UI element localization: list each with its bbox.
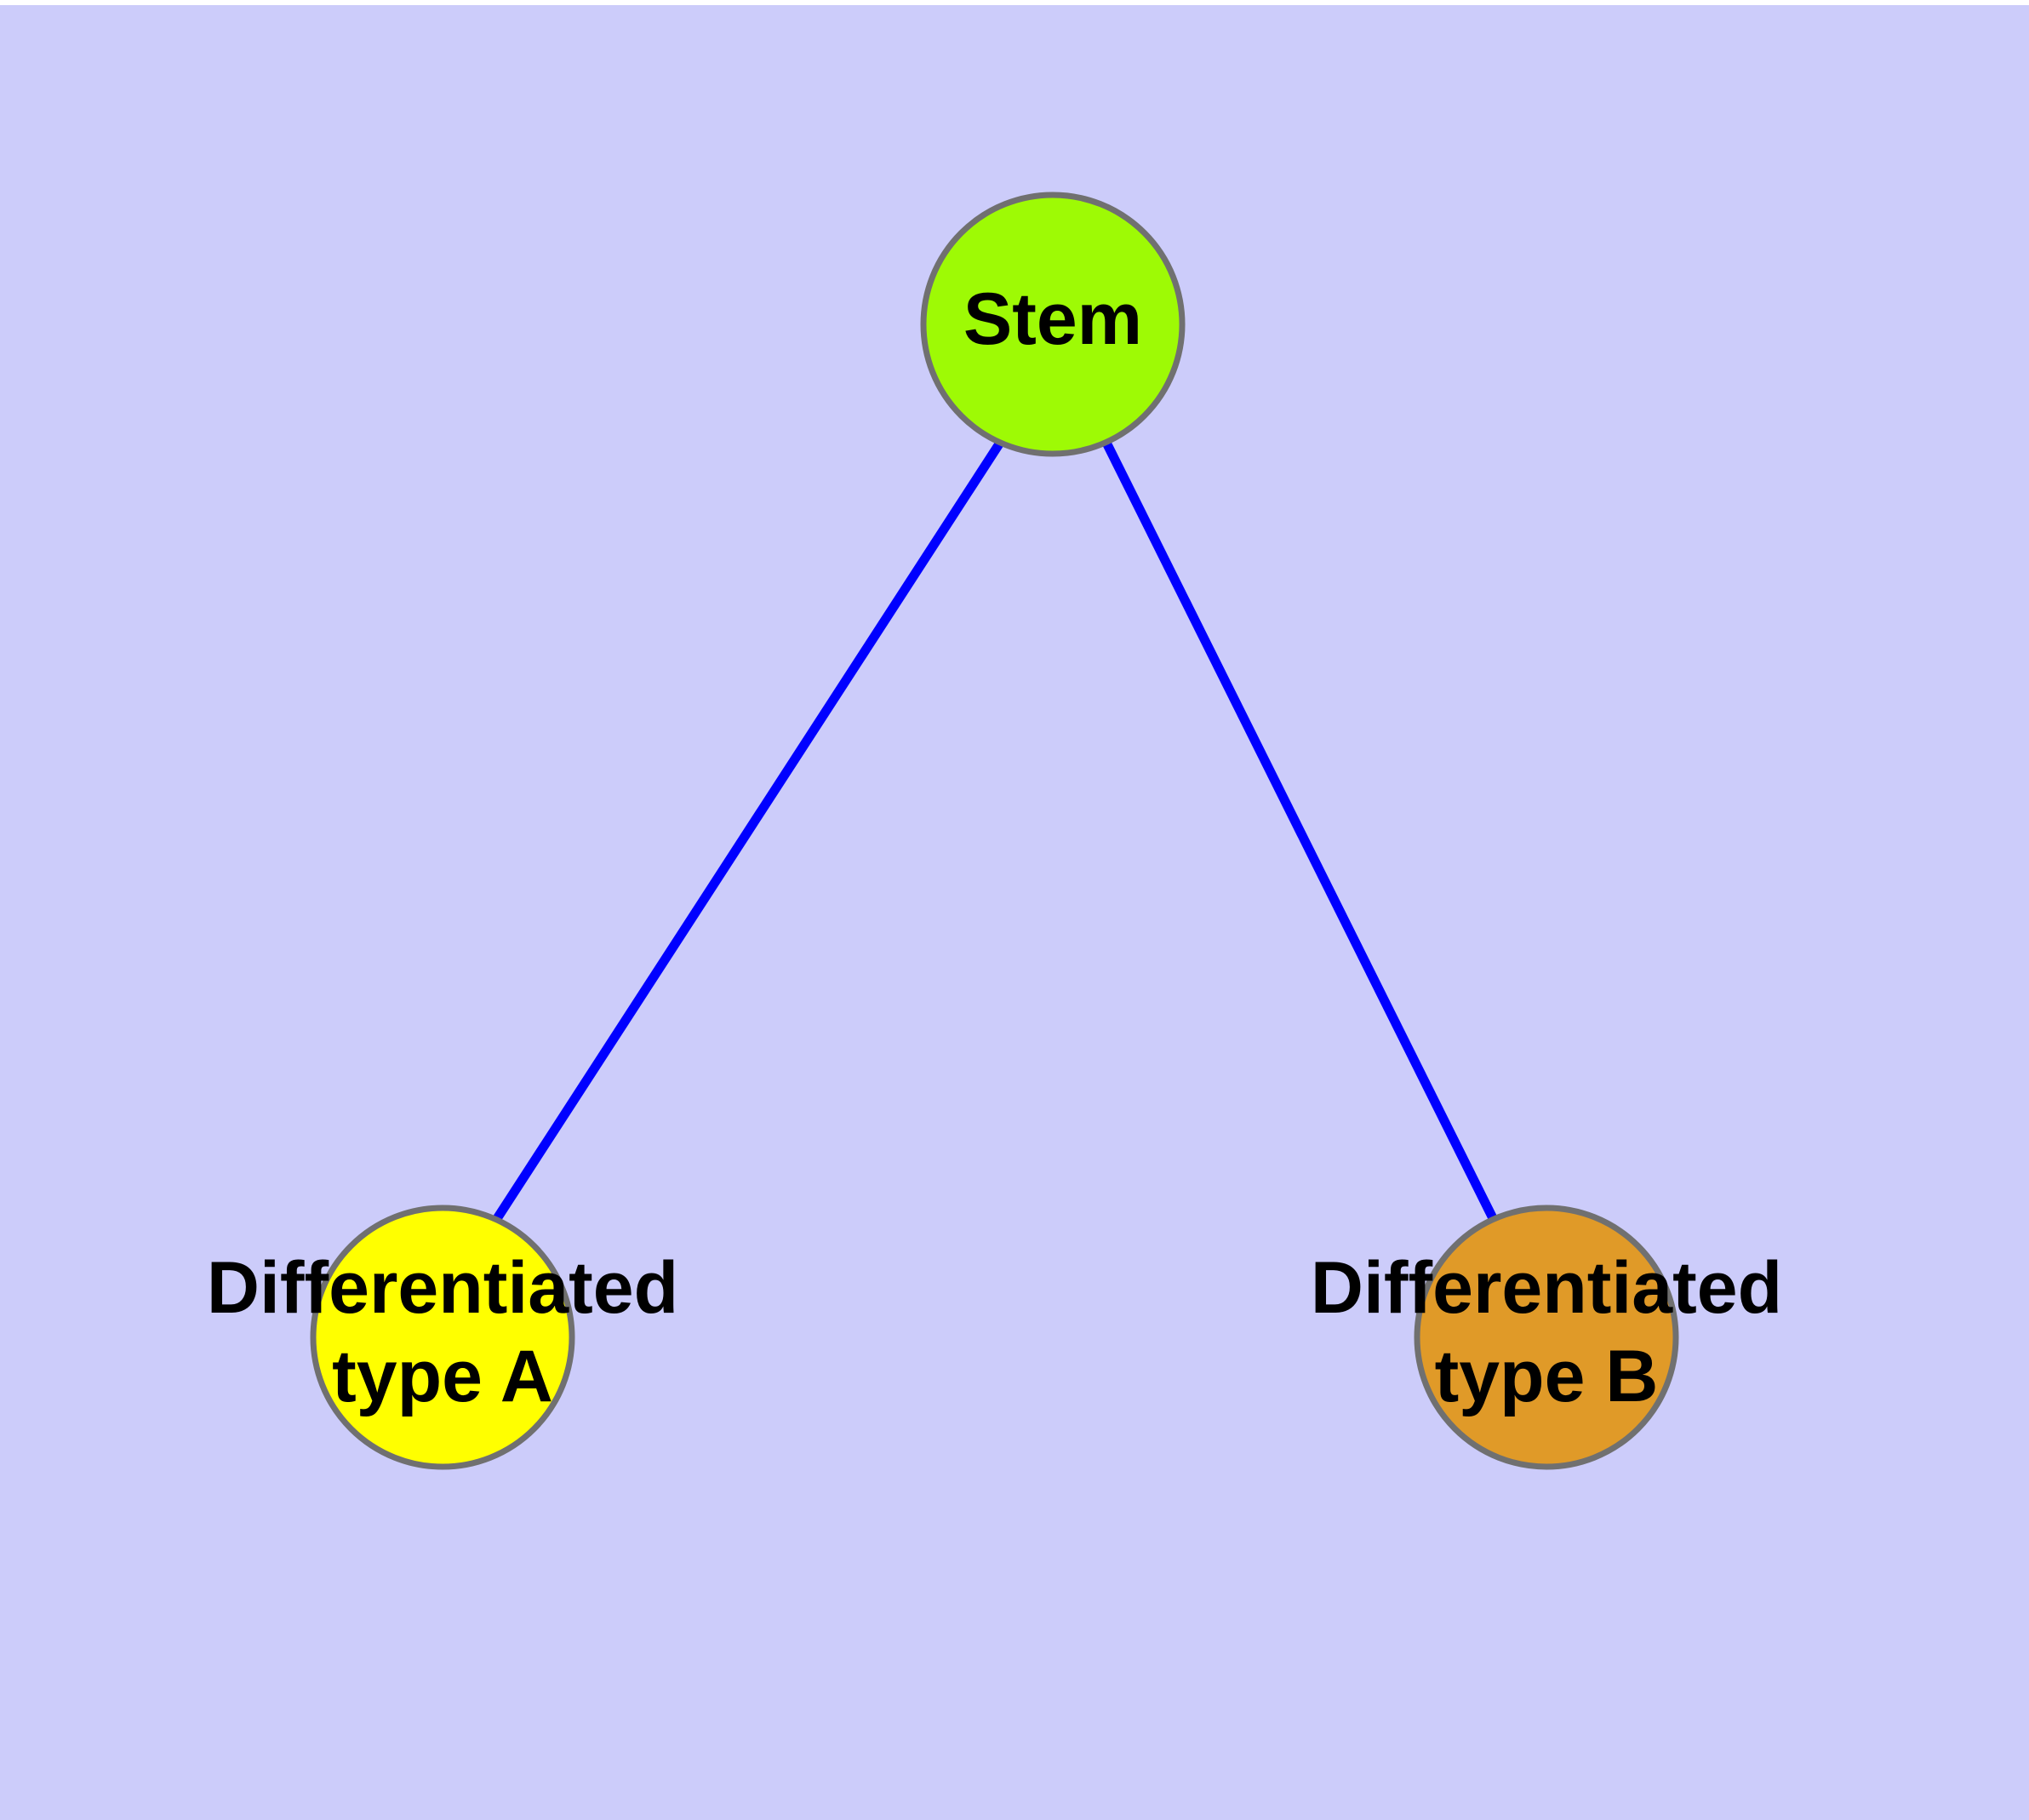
node-label-line: type A <box>332 1336 553 1417</box>
node-label-line: Differentiated <box>207 1247 678 1329</box>
node-label-stem: Stem <box>963 278 1142 360</box>
node-label-line: Differentiated <box>1311 1247 1782 1329</box>
node-label-line: type B <box>1435 1336 1659 1417</box>
graph-node-stem[interactable] <box>920 192 1186 457</box>
node-label-line: Stem <box>963 278 1142 360</box>
graph-edge-stem-to-diff-b[interactable] <box>1102 440 1498 1222</box>
graph-edge-stem-to-diff-a[interactable] <box>492 440 1004 1222</box>
graph-node-diff-b[interactable] <box>1414 1205 1679 1470</box>
edges-layer <box>492 440 1498 1222</box>
graph-node-diff-a[interactable] <box>310 1205 575 1470</box>
nodes-layer <box>310 192 1679 1470</box>
